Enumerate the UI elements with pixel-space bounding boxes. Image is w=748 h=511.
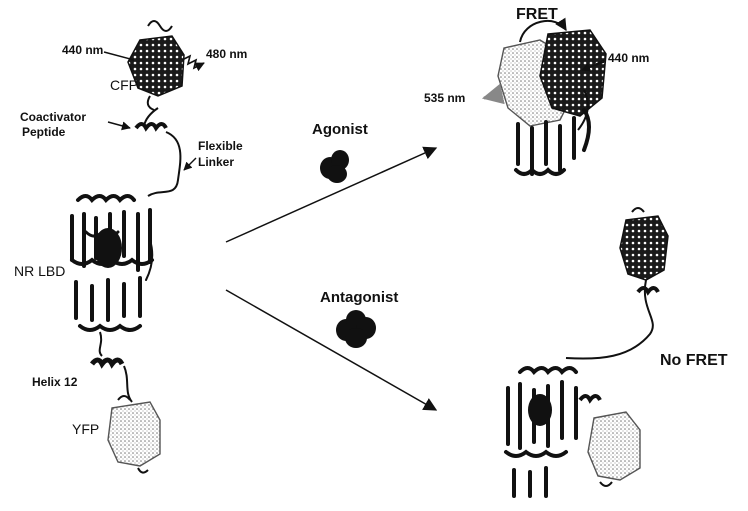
cfp-emission-label: 480 nm <box>206 48 247 61</box>
agonist-label: Agonist <box>312 122 368 139</box>
linker-pointer <box>184 158 196 170</box>
yfp-label: YFP <box>72 422 99 437</box>
nofret-lbd-core <box>528 394 552 426</box>
yfp-barrel <box>108 396 160 473</box>
nofret-yfp-barrel <box>588 412 640 486</box>
nofret-cfp-barrel <box>620 208 668 280</box>
flexible-linker <box>148 132 180 196</box>
coactivator-label-line1: Coactivator <box>20 111 86 124</box>
helix12-label: Helix 12 <box>32 376 77 389</box>
cfp-excitation-label: 440 nm <box>62 44 103 57</box>
fret-emission-label: 535 nm <box>424 92 465 105</box>
fret-complex <box>498 21 606 174</box>
cfp-emission-arrow <box>182 56 204 68</box>
cfp-excitation-line <box>104 52 134 60</box>
lbd-dense-core <box>94 228 122 268</box>
coactivator-label-line2: Peptide <box>22 126 65 139</box>
nofret-helix12 <box>580 396 600 400</box>
no-fret-label: No FRET <box>660 352 728 370</box>
coactivator-helix <box>136 108 166 128</box>
linker-label-line1: Flexible <box>198 140 243 153</box>
nofret-lbd-structure <box>506 368 576 496</box>
lower-linker <box>100 332 102 356</box>
coactivator-pointer <box>108 122 130 128</box>
cfp-barrel <box>128 21 184 110</box>
antagonist-ligand <box>336 310 376 348</box>
linker-label-line2: Linker <box>198 156 234 169</box>
antagonist-arrow <box>226 290 436 410</box>
nofret-coactivator-helix <box>638 288 658 292</box>
fret-label: FRET <box>516 6 558 24</box>
cfp-label: CFP <box>110 78 138 93</box>
fret-excitation-label: 440 nm <box>608 52 649 65</box>
nr-lbd-label: NR LBD <box>14 264 65 279</box>
helix-12 <box>92 360 122 364</box>
agonist-ligand <box>320 150 349 183</box>
fret-emission-arrow <box>484 94 502 98</box>
antagonist-label: Antagonist <box>320 290 398 307</box>
